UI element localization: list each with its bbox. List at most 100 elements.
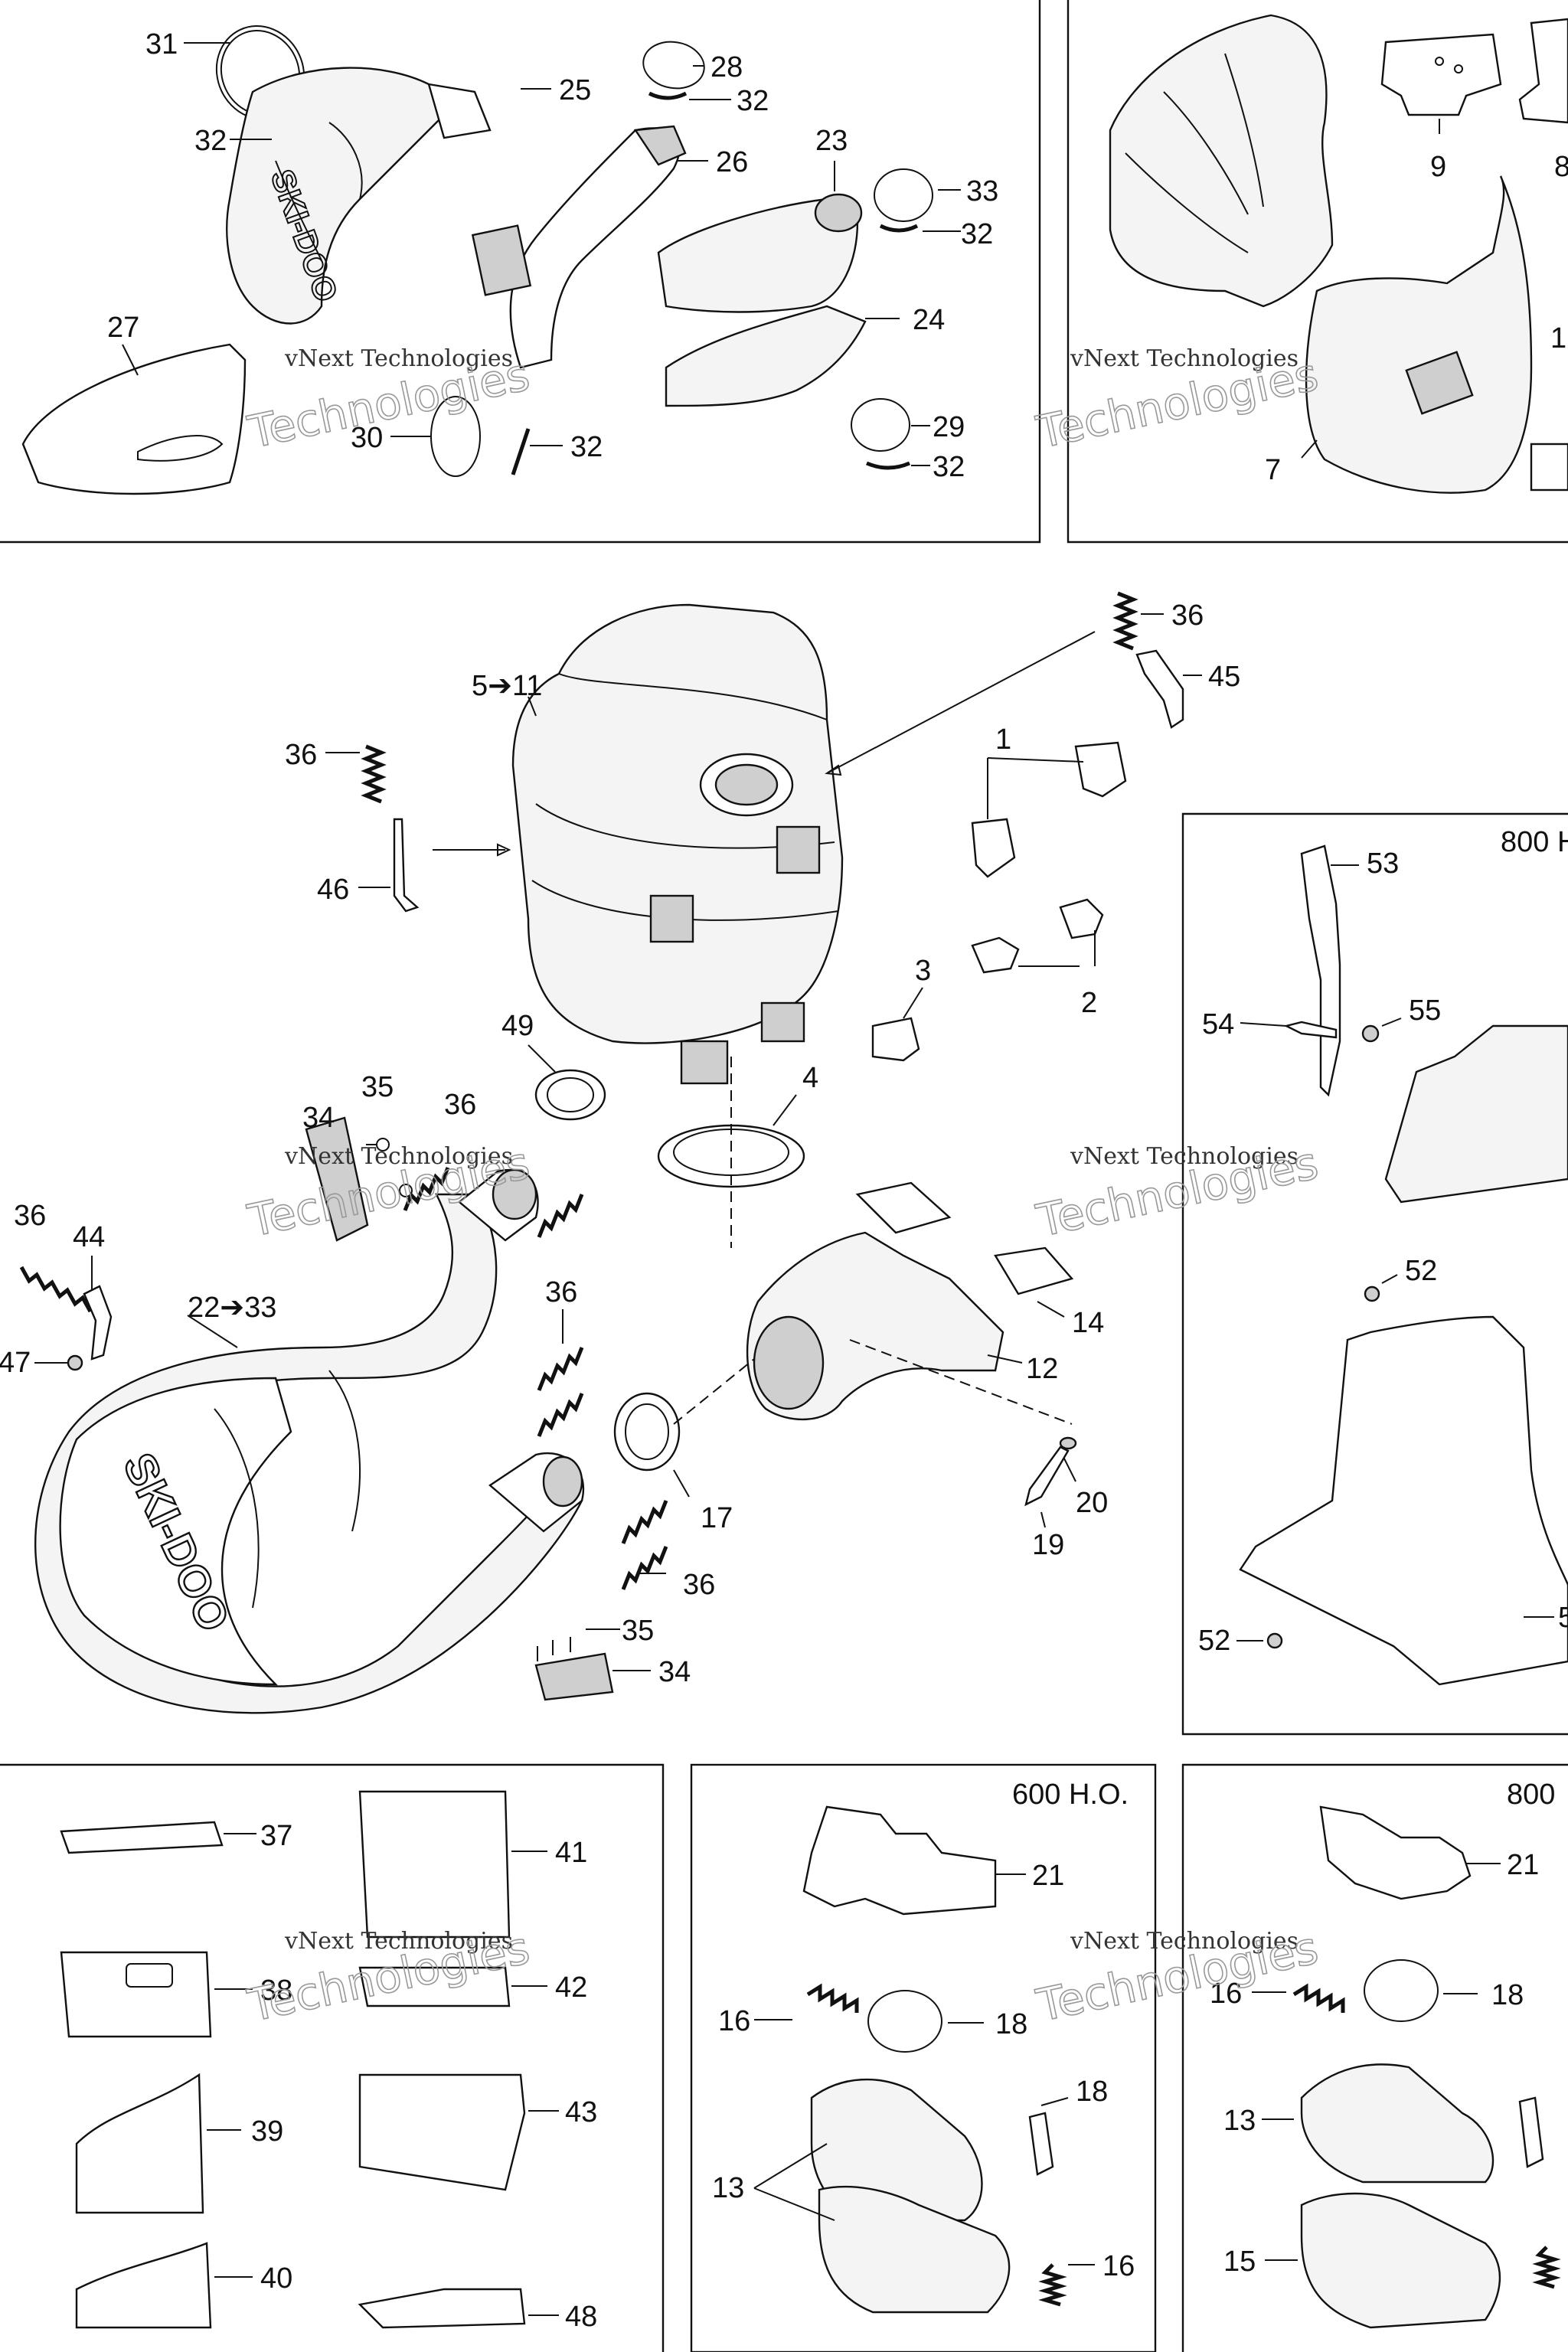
gasket-14b bbox=[994, 1246, 1074, 1295]
callouts-muffler: 36 45 5➔11 36 46 1 3 2 49 4 bbox=[285, 599, 1240, 1126]
nut-52b bbox=[1266, 1632, 1283, 1649]
washer-20 bbox=[1059, 1436, 1077, 1450]
spring-36-mid-d bbox=[537, 1393, 584, 1437]
callout-23: 23 bbox=[815, 125, 848, 157]
callout-45: 45 bbox=[1208, 661, 1240, 693]
frame-bottom-600 bbox=[690, 1763, 1157, 2352]
heat-shield-9-hole bbox=[1435, 57, 1444, 66]
silencer-cover-25-neck bbox=[427, 83, 492, 139]
heat-shield-800-panel: 800 21 16 18 13 15 bbox=[1210, 1779, 1561, 2329]
axis-dash-17 bbox=[673, 1358, 755, 1425]
pan-shield-800 bbox=[1239, 1315, 1568, 1686]
lower-shield-7 bbox=[1305, 175, 1533, 494]
pad-39 bbox=[75, 2073, 204, 2214]
callout-52b: 52 bbox=[1198, 1625, 1230, 1657]
spring-36-mid-b bbox=[537, 1194, 584, 1238]
heat-shield-21-600 bbox=[802, 1805, 997, 1916]
muffler-shell-upper-contours bbox=[1125, 53, 1264, 253]
callout-36d: 36 bbox=[14, 1200, 46, 1232]
top-left-panel: SKI-DOO 31 32 25 bbox=[21, 25, 998, 495]
watermark-6-line1: vNext Technologies bbox=[1070, 1928, 1298, 1955]
callout-34a: 34 bbox=[302, 1102, 335, 1134]
spring-16-600b bbox=[1038, 2263, 1067, 2307]
bracket-45 bbox=[1135, 649, 1184, 729]
callout-35b: 35 bbox=[622, 1615, 654, 1647]
watermark-5: vNext Technologies Technologies bbox=[243, 1921, 534, 2033]
callout-40: 40 bbox=[260, 2262, 292, 2295]
tuned-pipe-seam-1 bbox=[214, 1408, 260, 1609]
callout-43: 43 bbox=[565, 2096, 597, 2128]
ring-49-inner bbox=[547, 1077, 594, 1112]
callout-14: 14 bbox=[1072, 1307, 1104, 1339]
watermark-2-line1: vNext Technologies bbox=[1070, 345, 1298, 372]
bracket-44 bbox=[83, 1285, 113, 1361]
tail-pipe-23 bbox=[657, 198, 859, 313]
heat-shield-13-600a bbox=[810, 2078, 983, 2222]
muffler-assembly: 36 45 5➔11 36 46 1 3 2 49 4 bbox=[285, 591, 1240, 1248]
heat-shield-53 bbox=[1300, 844, 1341, 1097]
lower-shield-7-opening bbox=[1405, 351, 1474, 415]
muffler-top-edge bbox=[558, 673, 828, 720]
muffler-inlet-inner bbox=[714, 763, 779, 806]
panel-label-600: 600 H.O. bbox=[1012, 1779, 1129, 1811]
pad-37 bbox=[60, 1821, 224, 1854]
spring-36-left bbox=[19, 1266, 93, 1313]
arrow-head-right bbox=[825, 764, 842, 776]
callout-21-600: 21 bbox=[1032, 1860, 1064, 1892]
tuned-pipe-assembly: SKI-DOO bbox=[0, 1071, 1108, 1714]
callout-32d: 32 bbox=[933, 451, 965, 483]
callout-48: 48 bbox=[565, 2301, 597, 2333]
callout-13-800: 13 bbox=[1223, 2105, 1256, 2137]
callout-24: 24 bbox=[913, 304, 945, 336]
callout-19: 19 bbox=[1032, 1529, 1064, 1561]
tuned-pipe-seam-2 bbox=[328, 1370, 361, 1532]
nut-52a bbox=[1364, 1285, 1380, 1302]
tuned-pipe-front-shell bbox=[59, 1377, 292, 1686]
callouts-800: 21 16 18 13 15 bbox=[1210, 1849, 1539, 2278]
rivet-35-bottom bbox=[537, 1637, 571, 1661]
muffler-5-11 bbox=[511, 603, 844, 1044]
spring-36-top-right bbox=[1112, 591, 1138, 651]
ring-49 bbox=[534, 1069, 606, 1121]
callout-39: 39 bbox=[251, 2115, 283, 2148]
watermark-5-line1: vNext Technologies bbox=[284, 1928, 513, 1955]
top-right-panel: 9 8 1 7 bbox=[1109, 14, 1568, 494]
insulation-pads-panel: 37 41 38 42 39 43 40 48 bbox=[60, 1790, 597, 2333]
callout-18-600a: 18 bbox=[995, 2008, 1027, 2040]
callout-46: 46 bbox=[317, 874, 349, 906]
arrow-to-muffler-right bbox=[826, 631, 1096, 774]
axis-dash-12 bbox=[849, 1339, 1073, 1425]
spring-32c bbox=[879, 224, 919, 233]
frame-bottom-800 bbox=[1181, 1763, 1568, 2352]
grommet-3 bbox=[871, 1017, 920, 1062]
heat-shield-26-plate bbox=[471, 224, 532, 296]
heat-shield-26-flange bbox=[633, 125, 687, 166]
callout-27: 27 bbox=[107, 312, 139, 344]
watermark-3-line1: vNext Technologies bbox=[284, 1143, 513, 1170]
spring-16-800b bbox=[1532, 2246, 1561, 2289]
heat-shield-13-800 bbox=[1300, 2063, 1494, 2184]
callout-53: 53 bbox=[1367, 848, 1399, 880]
tuned-pipe-outlet-mouth bbox=[542, 1455, 583, 1508]
clamp-18-600 bbox=[867, 1990, 942, 2053]
gasket-27 bbox=[21, 343, 247, 495]
box-shield-800 bbox=[1384, 1024, 1568, 1204]
callout-31: 31 bbox=[145, 28, 178, 60]
tail-pipe-23-mouth bbox=[814, 193, 863, 233]
part-10-bracket bbox=[1530, 443, 1568, 492]
pad-43 bbox=[358, 2073, 526, 2191]
callout-32a: 32 bbox=[194, 125, 227, 157]
heat-guard-24 bbox=[665, 305, 867, 407]
callout-33a: 33 bbox=[966, 175, 998, 207]
spring-36-low-a bbox=[621, 1500, 668, 1544]
callout-2: 2 bbox=[1081, 987, 1097, 1019]
frame-top-right bbox=[1067, 0, 1568, 544]
callout-26: 26 bbox=[716, 146, 748, 178]
spring-32d bbox=[866, 461, 910, 470]
watermark-4: vNext Technologies Technologies bbox=[1031, 1136, 1323, 1248]
callout-35a: 35 bbox=[361, 1071, 394, 1103]
callout-28: 28 bbox=[710, 51, 743, 83]
callout-32e: 32 bbox=[570, 431, 603, 463]
heat-shield-8 bbox=[1518, 18, 1568, 124]
